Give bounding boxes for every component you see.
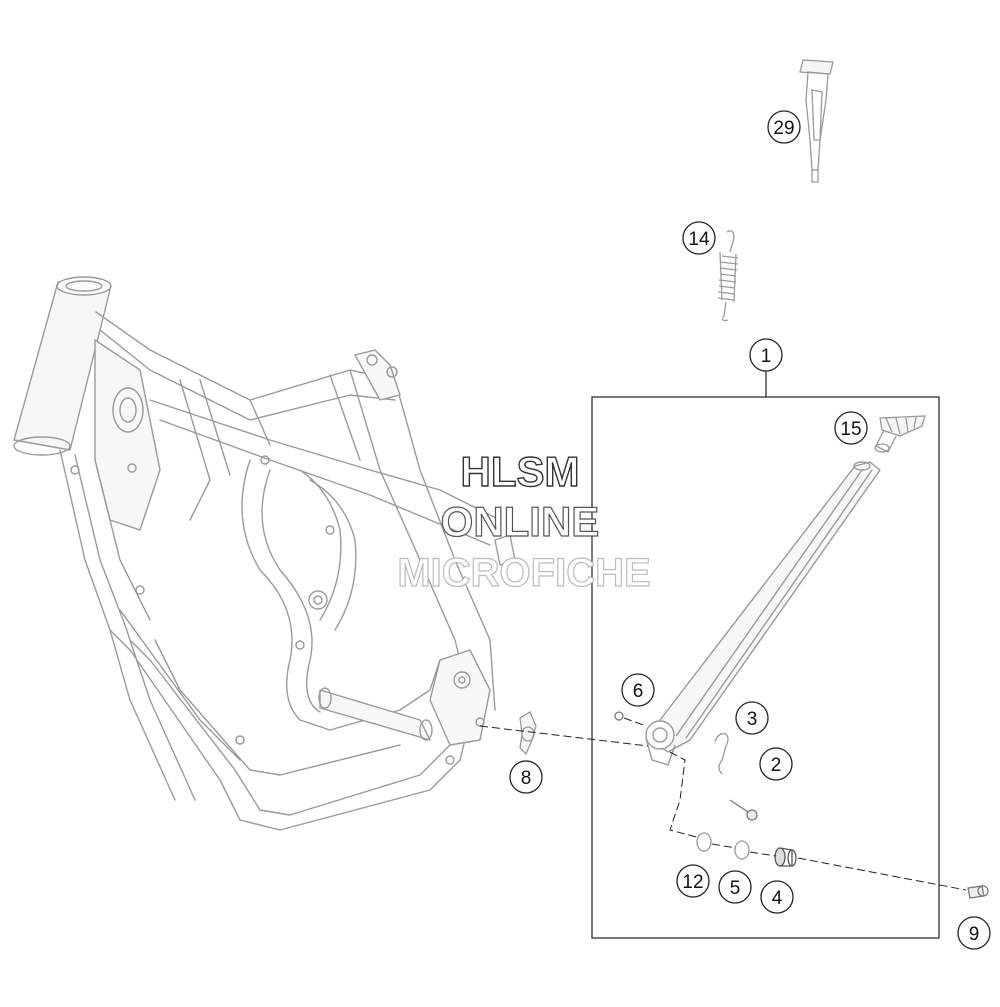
watermark-line-1: HLSM [461, 448, 580, 495]
callout-3-label: 3 [747, 709, 758, 730]
callout-3[interactable]: 3 [735, 701, 769, 735]
callout-4-label: 4 [772, 888, 783, 909]
callout-15[interactable]: 15 [834, 411, 868, 445]
assembly-box-part-1 [591, 396, 940, 939]
callout-6-label: 6 [633, 681, 644, 702]
washer-part-5 [734, 840, 750, 860]
callout-29[interactable]: 29 [767, 110, 801, 144]
callout-9-label: 9 [969, 924, 980, 945]
callout-2[interactable]: 2 [759, 747, 793, 781]
watermark: HLSM ONLINE MICROFICHE [397, 447, 652, 595]
watermark-line-3: MICROFICHE [397, 551, 650, 595]
callout-1-label: 1 [761, 346, 772, 367]
callout-29-label: 29 [773, 118, 794, 139]
callout-14-label: 14 [688, 229, 710, 250]
callout-4[interactable]: 4 [760, 880, 794, 914]
tool-part-29 [799, 59, 834, 183]
callout-5[interactable]: 5 [718, 870, 752, 904]
screw-part-2 [729, 799, 758, 821]
callout-9[interactable]: 9 [957, 916, 991, 950]
washer-part-12 [696, 832, 712, 852]
callout-12[interactable]: 12 [676, 864, 710, 898]
callout-8[interactable]: 8 [509, 760, 543, 794]
callout-5-label: 5 [730, 878, 741, 899]
callout-15-label: 15 [840, 419, 861, 440]
bolt-part-6 [614, 711, 624, 721]
spring-part-14 [717, 230, 739, 322]
callout-6[interactable]: 6 [621, 673, 655, 707]
screw-part-9 [967, 885, 989, 899]
bushing-part-4 [774, 847, 797, 867]
hook-part-3 [714, 733, 729, 775]
callout-8-label: 8 [521, 768, 532, 789]
callout-14[interactable]: 14 [682, 221, 716, 255]
callouts: 29 14 1 15 6 3 2 8 [509, 110, 991, 950]
assembly-lines [479, 717, 967, 891]
side-stand-part-1 [645, 461, 881, 766]
callout-12-label: 12 [682, 872, 703, 893]
callout-1[interactable]: 1 [749, 338, 783, 372]
rubber-foot-part-15 [874, 415, 926, 453]
callout-2-label: 2 [771, 755, 782, 776]
wing-bolt-part-8 [519, 711, 537, 756]
watermark-line-2: ONLINE [441, 498, 600, 545]
motorcycle-frame [13, 276, 516, 831]
